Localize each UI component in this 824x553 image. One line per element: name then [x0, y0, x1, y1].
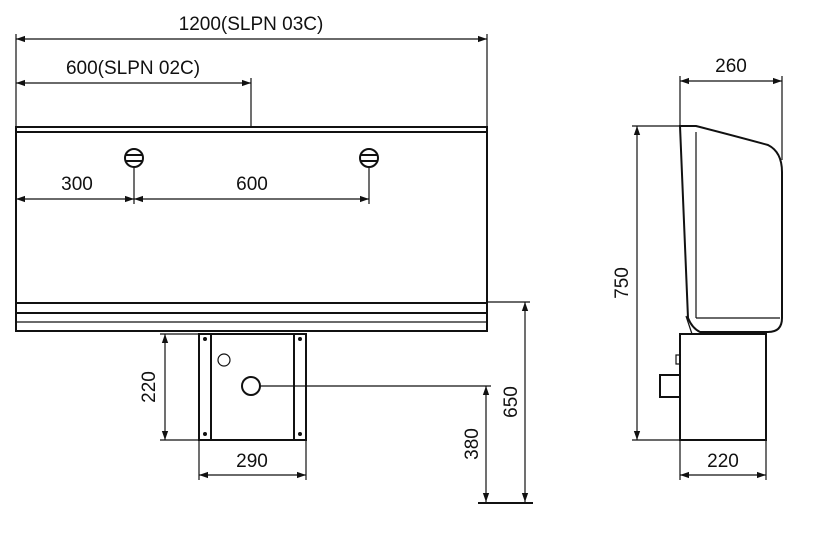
- small-fitting: [675, 354, 681, 365]
- screw-icon: [298, 337, 302, 341]
- height-label: 750: [612, 267, 633, 299]
- tap-offset-label: 300: [61, 174, 93, 195]
- side-view: 260 750 220: [612, 56, 783, 480]
- inlet-height-label: 380: [462, 428, 483, 460]
- small-hole: [217, 353, 231, 367]
- sink-side-profile: [678, 125, 783, 333]
- sink-front-body: [15, 126, 488, 332]
- screw-icon: [203, 337, 207, 341]
- bottom-edge-height-label: 650: [501, 386, 522, 418]
- depth-label: 260: [715, 56, 747, 77]
- inlet-hole: [241, 376, 261, 396]
- half-width-label: 600(SLPN 02C): [66, 58, 200, 79]
- screw-icon: [298, 432, 302, 436]
- tap-spacing-label: 600: [236, 174, 268, 195]
- box-height-label: 220: [139, 371, 160, 403]
- support-box-side: [679, 333, 767, 441]
- overall-width-label: 1200(SLPN 03C): [179, 14, 324, 35]
- sink-side-lip: [685, 315, 693, 335]
- support-box-front: [198, 333, 307, 441]
- screw-icon: [203, 432, 207, 436]
- box-width-label: 290: [236, 451, 268, 472]
- front-view: 1200(SLPN 03C) 600(SLPN 02C) 300 600 220…: [15, 14, 533, 504]
- inlet-pipe: [659, 374, 681, 398]
- box-depth-label: 220: [707, 451, 739, 472]
